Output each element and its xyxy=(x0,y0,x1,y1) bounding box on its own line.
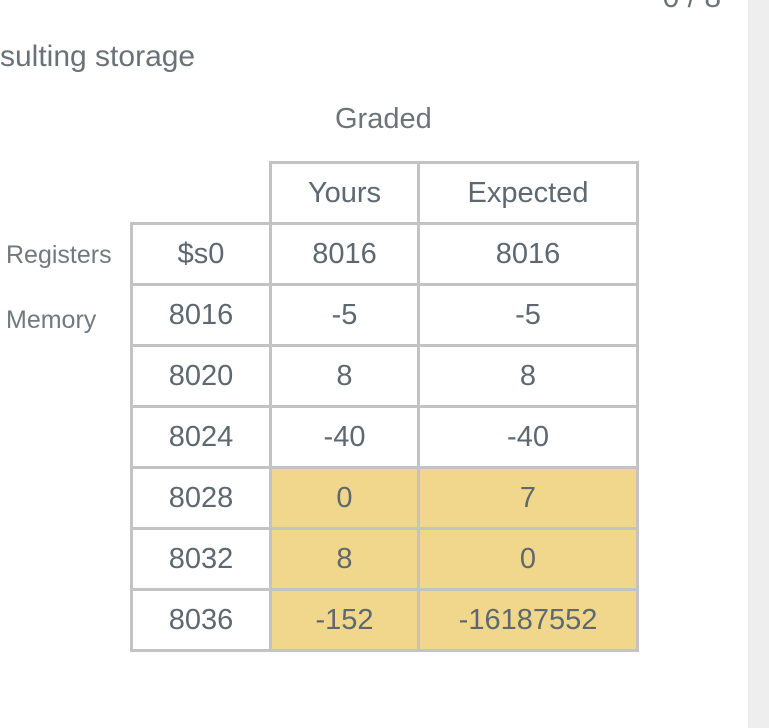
header-blank-cell xyxy=(131,162,272,225)
table-row-mismatch: 8028 0 7 xyxy=(130,466,639,530)
table-row: 8020 8 8 xyxy=(130,344,639,408)
address-cell: 8024 xyxy=(130,405,272,469)
table-row: $s0 8016 8016 xyxy=(130,222,639,286)
section-title: sulting storage xyxy=(0,40,196,73)
address-cell: 8036 xyxy=(130,588,272,652)
memory-label: Memory xyxy=(6,306,97,334)
scrollbar-track[interactable] xyxy=(748,0,769,728)
header-yours: Yours xyxy=(269,161,420,225)
yours-cell: 8 xyxy=(269,344,420,408)
table-caption: Graded xyxy=(335,103,432,135)
address-cell: 8032 xyxy=(130,527,272,591)
address-cell: 8020 xyxy=(130,344,272,408)
table-header-row: Yours Expected xyxy=(131,161,639,225)
address-cell: 8028 xyxy=(130,466,272,530)
expected-cell: 8 xyxy=(417,344,639,408)
yours-cell: 8016 xyxy=(269,222,420,286)
storage-table: Yours Expected $s0 8016 8016 8016 -5 -5 … xyxy=(130,161,639,652)
address-cell: $s0 xyxy=(130,222,272,286)
expected-cell-mismatch: -16187552 xyxy=(417,588,639,652)
expected-cell: 8016 xyxy=(417,222,639,286)
yours-cell: -5 xyxy=(269,283,420,347)
score-label: 0 / 8 xyxy=(663,0,721,15)
expected-cell: -5 xyxy=(417,283,639,347)
registers-label: Registers xyxy=(6,241,112,269)
table-row: 8016 -5 -5 xyxy=(130,283,639,347)
yours-cell-mismatch: 8 xyxy=(269,527,420,591)
expected-cell-mismatch: 0 xyxy=(417,527,639,591)
yours-cell-mismatch: -152 xyxy=(269,588,420,652)
header-expected: Expected xyxy=(417,161,639,225)
yours-cell: -40 xyxy=(269,405,420,469)
yours-cell-mismatch: 0 xyxy=(269,466,420,530)
table-row: 8024 -40 -40 xyxy=(130,405,639,469)
address-cell: 8016 xyxy=(130,283,272,347)
expected-cell-mismatch: 7 xyxy=(417,466,639,530)
table-row-mismatch: 8036 -152 -16187552 xyxy=(130,588,639,652)
table-row-mismatch: 8032 8 0 xyxy=(130,527,639,591)
expected-cell: -40 xyxy=(417,405,639,469)
